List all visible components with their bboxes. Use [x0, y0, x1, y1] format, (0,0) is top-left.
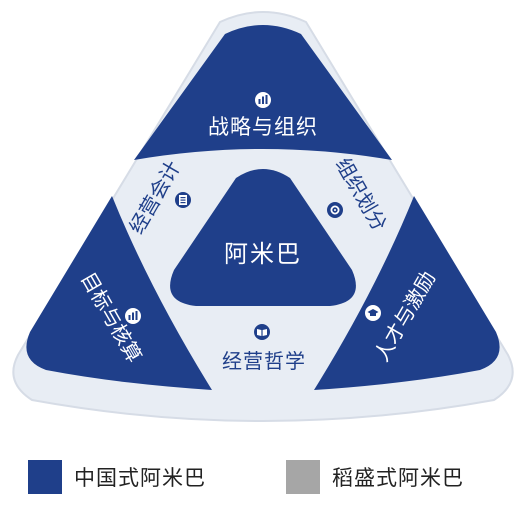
center-label: 阿米巴 — [224, 240, 302, 268]
legend-label: 中国式阿米巴 — [74, 466, 206, 490]
ledger-icon — [175, 192, 191, 208]
graduation-cap-icon — [365, 305, 381, 321]
bottom-label: 经营哲学 — [222, 349, 306, 373]
triangle-diagram: 战略与组织 经营会计 组织划分 阿米巴 目标与核算 人才与激励 经营哲学 — [12, 11, 514, 422]
bar-chart-icon — [125, 308, 141, 324]
settings-icon — [327, 202, 343, 218]
top-label: 战略与组织 — [208, 115, 318, 139]
left-bottom-segment — [26, 196, 213, 390]
legend-swatch-navy — [28, 460, 62, 494]
legend-item-inamori: 稻盛式阿米巴 — [286, 460, 464, 494]
right-bottom-segment — [314, 196, 500, 390]
bar-chart-icon — [255, 92, 271, 108]
legend-item-chinese: 中国式阿米巴 — [28, 460, 206, 494]
legend-label: 稻盛式阿米巴 — [332, 466, 464, 490]
book-icon — [254, 324, 270, 340]
legend-swatch-grey — [286, 460, 320, 494]
center-triangle — [170, 169, 356, 306]
